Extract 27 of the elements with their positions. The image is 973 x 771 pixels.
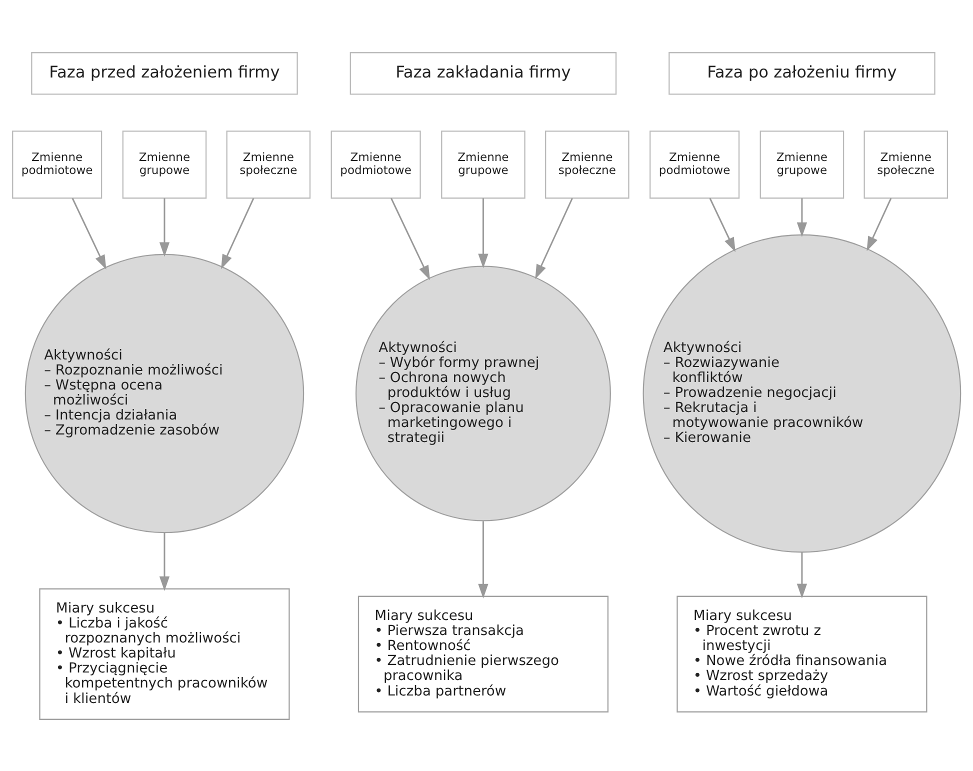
arrow (796, 552, 808, 598)
node-box: Zmienne podmiotowe (650, 130, 740, 198)
node-box: Miary sukcesu • Procent zwrotu z inwestycji • Nowe źródła finansowania • Wzrost sprzedaży • Wartość giełdowa (676, 595, 928, 712)
node-box: Miary sukcesu • Pierwsza transakcja • Rentowność • Zatrudnienie pierwszego pracownika • Liczba partnerów (358, 595, 609, 712)
node-box: Zmienne grupowe (760, 130, 844, 198)
arrow (159, 532, 170, 590)
node-box: Zmienne społeczne (864, 130, 948, 198)
arrow (221, 197, 254, 269)
arrow (535, 197, 573, 279)
arrow (72, 197, 106, 270)
node-box: Faza przed założeniem firmy (31, 52, 298, 94)
node-box: Faza po założeniu firmy (668, 52, 936, 94)
arrow (866, 197, 892, 251)
arrow (478, 520, 488, 598)
node-box: Zmienne grupowe (122, 130, 207, 198)
arrow (390, 197, 430, 280)
node-box: Zmienne grupowe (441, 130, 526, 198)
arrow (478, 198, 488, 268)
node-box: Zmienne społeczne (545, 130, 630, 198)
arrow (796, 198, 808, 236)
arrow (709, 197, 736, 252)
node-box: Zmienne społeczne (226, 130, 311, 198)
arrow (159, 198, 170, 256)
node-box: Zmienne podmiotowe (330, 130, 421, 198)
node-box: Zmienne podmiotowe (12, 130, 102, 198)
node-box: Miary sukcesu • Liczba i jakość rozpoznanych możliwości • Wzrost kapitału • Przyciągnięcie kompetentnych pracowników i klientów (39, 588, 290, 720)
node-box: Faza zakładania firmy (350, 52, 617, 94)
